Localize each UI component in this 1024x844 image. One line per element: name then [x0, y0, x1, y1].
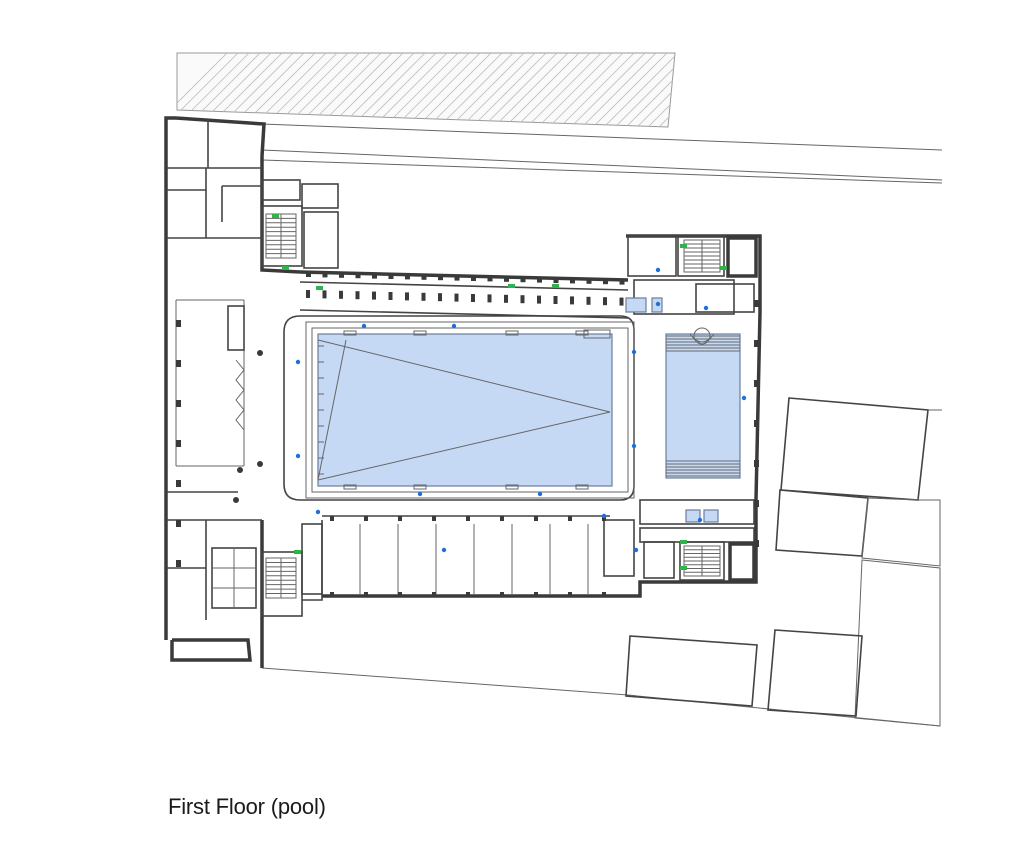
drawing-caption: First Floor (pool) — [168, 794, 326, 819]
exit-sign-icon — [272, 214, 727, 570]
main-pool — [317, 329, 613, 490]
structural-columns — [176, 272, 759, 567]
pool-hall — [283, 315, 635, 501]
learner-pool — [665, 327, 741, 479]
right-wing-rooms — [603, 235, 758, 582]
hatched-neighbor-lot — [176, 52, 676, 128]
fire-extinguisher-marker-icon — [295, 267, 747, 553]
neighbor-buildings — [625, 397, 942, 727]
changing-hall-bays — [330, 516, 606, 596]
left-wing-rooms — [166, 120, 339, 620]
street-lines — [261, 123, 943, 727]
